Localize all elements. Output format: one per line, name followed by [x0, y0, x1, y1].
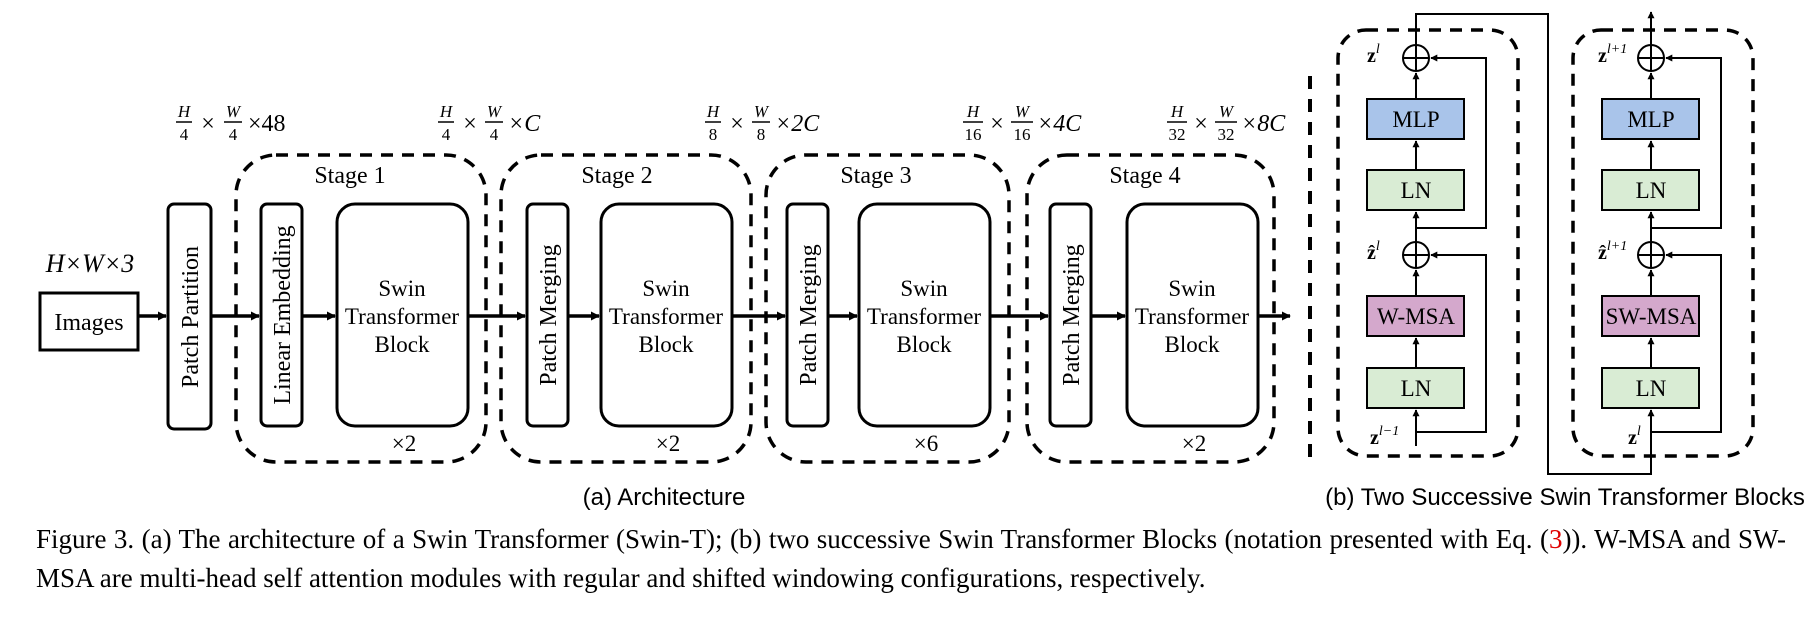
svg-text:×: ×: [1194, 111, 1208, 137]
block-3-line-3: Block: [897, 332, 952, 357]
svg-text:×: ×: [201, 111, 215, 137]
block-3-line-2: Transformer: [867, 304, 981, 329]
block-frame-1: [1336, 28, 1520, 458]
mlp-label-2: MLP: [1627, 107, 1674, 132]
stage-1-label: Stage 1: [314, 163, 385, 189]
dim1-tail: ×C: [508, 111, 541, 137]
block-4-line-1: Swin: [1168, 276, 1216, 301]
ln-box-1a: [1366, 367, 1465, 409]
dim4-num: H: [1170, 102, 1185, 121]
swmsa-label: SW-MSA: [1606, 304, 1697, 329]
svg-text:×: ×: [730, 111, 744, 137]
patch-merging-label-4: Patch Merging: [1059, 244, 1085, 386]
zhat-l-plus-1-label: ẑl+1: [1598, 239, 1627, 264]
images-box: [38, 291, 140, 352]
stage-2-label: Stage 2: [581, 163, 652, 189]
dim-den-w: 4: [229, 125, 238, 144]
ln-label-2b: LN: [1636, 178, 1667, 203]
input-dim-label: H×W×3: [45, 249, 135, 278]
dim-label-stage-3: H 16 × W 16 ×4C: [963, 102, 1082, 144]
block-1-line-3: Block: [375, 332, 430, 357]
dim-label-patch: H 4 × W 4 ×48: [176, 102, 286, 144]
dim3-num2: W: [1015, 102, 1031, 121]
svg-text:×: ×: [990, 111, 1004, 137]
dim2-num: H: [706, 102, 721, 121]
linear-embedding-label: Linear Embedding: [270, 225, 296, 404]
figure-caption: Figure 3. (a) The architecture of a Swin…: [36, 520, 1786, 598]
dim4-tail: ×8C: [1241, 111, 1286, 137]
block-2-line-3: Block: [639, 332, 694, 357]
ln-label-1b: LN: [1401, 178, 1432, 203]
block-2-line-2: Transformer: [609, 304, 723, 329]
dim2-num2: W: [754, 102, 770, 121]
block-1-line-1: Swin: [378, 276, 426, 301]
mlp-label-1: MLP: [1392, 107, 1439, 132]
dim1-num: H: [439, 102, 454, 121]
stage-3-frame: [764, 153, 1011, 464]
architecture-panel: H×W×3 Images Patch Partition H 4 × W 4 ×…: [38, 102, 1291, 511]
stage-4-frame: [1025, 153, 1276, 464]
dim-num-h: H: [177, 102, 192, 121]
patch-partition-label: Patch Partition: [178, 246, 204, 388]
dim-den-h: 4: [180, 125, 189, 144]
mlp-box-2: [1601, 98, 1700, 140]
block-frame-2: [1571, 28, 1755, 458]
stage-3-repeat: ×6: [914, 431, 938, 456]
dim2-den2: 8: [757, 125, 766, 144]
wmsa-box: [1366, 295, 1465, 337]
zl-minus-1-label: zl−1: [1370, 424, 1399, 449]
block-1-line-2: Transformer: [345, 304, 459, 329]
swin-diagram: H×W×3 Images Patch Partition H 4 × W 4 ×…: [38, 11, 1805, 511]
wmsa-label: W-MSA: [1377, 304, 1455, 329]
patch-merging-label-2: Patch Merging: [536, 244, 562, 386]
dim-label-stage-4: H 32 × W 32 ×8C: [1167, 102, 1286, 144]
ln-label-1a: LN: [1401, 376, 1432, 401]
caption-part-2: )). W-MSA and SW-MSA are multi-head self…: [36, 524, 1786, 593]
caption-part-1: Figure 3. (a) The architecture of a Swin…: [36, 524, 1549, 554]
blocks-panel: LN W-MSA LN MLP: [1325, 11, 1805, 511]
architecture-subcaption: (a) Architecture: [583, 484, 746, 511]
block-2-line-1: Swin: [642, 276, 690, 301]
dim3-num: H: [966, 102, 981, 121]
stage-4-label: Stage 4: [1109, 163, 1180, 189]
zl-label: zl: [1367, 42, 1380, 67]
svg-text:×: ×: [463, 111, 477, 137]
stage-4-repeat: ×2: [1182, 431, 1206, 456]
swmsa-box: [1601, 295, 1700, 337]
dim-label-stage-2: H 8 × W 8 ×2C: [705, 102, 820, 144]
dim3-den: 16: [965, 125, 982, 144]
patch-merging-label-3: Patch Merging: [796, 244, 822, 386]
dim4-den2: 32: [1218, 125, 1235, 144]
blocks-subcaption: (b) Two Successive Swin Transformer Bloc…: [1325, 484, 1805, 511]
dim-num-w: W: [226, 102, 242, 121]
dim4-num2: W: [1219, 102, 1235, 121]
dim3-den2: 16: [1014, 125, 1031, 144]
zl-input-label: zl: [1628, 424, 1641, 449]
stage-2-frame: [499, 153, 753, 464]
dim1-num2: W: [487, 102, 503, 121]
stage-2-repeat: ×2: [656, 431, 680, 456]
stage-1-frame: [234, 153, 488, 464]
dim2-tail: ×2C: [775, 111, 820, 137]
dim-label-stage-1: H 4 × W 4 ×C: [438, 102, 541, 144]
block-4-line-2: Transformer: [1135, 304, 1249, 329]
equation-reference-link[interactable]: 3: [1548, 524, 1563, 554]
ln-box-2a: [1601, 367, 1700, 409]
block-3-line-1: Swin: [900, 276, 948, 301]
images-label: Images: [54, 310, 123, 336]
dim-tail-48: ×48: [248, 111, 286, 137]
dim3-tail: ×4C: [1037, 111, 1082, 137]
stage-1-repeat: ×2: [392, 431, 416, 456]
dim1-den2: 4: [490, 125, 499, 144]
ln-label-2a: LN: [1636, 376, 1667, 401]
zhat-l-label: ẑl: [1367, 239, 1380, 264]
dim1-den: 4: [442, 125, 451, 144]
stage-3-label: Stage 3: [840, 163, 911, 189]
zl-plus-1-label: zl+1: [1598, 42, 1627, 67]
dim4-den: 32: [1169, 125, 1186, 144]
block-4-line-3: Block: [1165, 332, 1220, 357]
dim2-den: 8: [709, 125, 718, 144]
